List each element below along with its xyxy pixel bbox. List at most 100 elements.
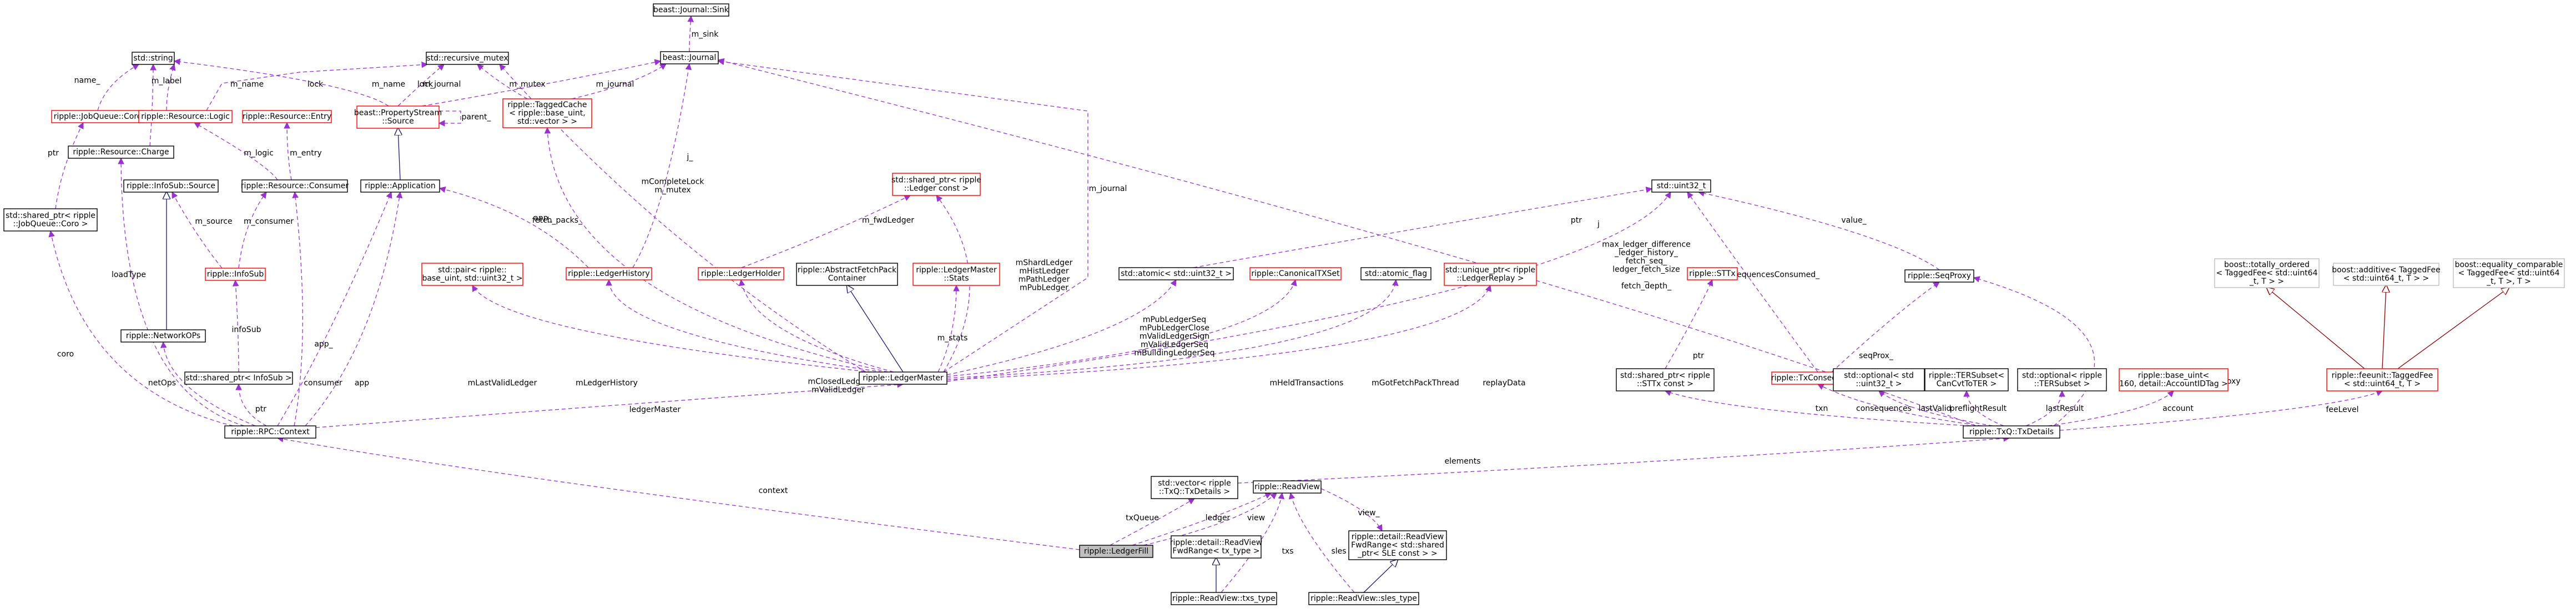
edge-label: m_name xyxy=(372,80,405,89)
class-node-readview-txs-type[interactable]: ripple::ReadView::txs_type xyxy=(1171,592,1277,605)
class-node-optional-uint32[interactable]: std::optional< std::uint32_t > xyxy=(1833,368,1925,391)
node-box xyxy=(2017,368,2107,391)
class-node-infosub[interactable]: ripple::InfoSub xyxy=(205,268,266,281)
class-node-optional-ter-subset[interactable]: std::optional< ripple::TERSubset > xyxy=(2017,368,2107,391)
edge-resource_logic-to-std_string xyxy=(166,63,176,111)
node-label: ripple::NetworkOPs xyxy=(126,331,200,340)
class-node-base-uint-account[interactable]: ripple::base_uint<160, detail::AccountID… xyxy=(2119,368,2229,391)
class-node-tagged-cache[interactable]: ripple::TaggedCache< ripple::base_uint,s… xyxy=(502,98,592,128)
class-node-totally-ordered[interactable]: boost::totally_ordered< TaggedFee< std::… xyxy=(2214,258,2320,288)
class-node-resource-logic[interactable]: ripple::Resource::Logic xyxy=(138,110,233,123)
edge-txq_txdetails-to-optional_ter_subset xyxy=(2025,390,2065,426)
class-node-additive[interactable]: boost::additive< TaggedFee< std::uint64_… xyxy=(2332,263,2441,286)
class-node-ledger-holder[interactable]: ripple::LedgerHolder xyxy=(698,267,784,280)
class-node-beast-journal-sink[interactable]: beast::Journal::Sink xyxy=(653,3,729,17)
node-label: ripple::Resource::Logic xyxy=(141,112,230,121)
class-node-canonical-txset[interactable]: ripple::CanonicalTXSet xyxy=(1249,267,1342,280)
class-node-resource-charge[interactable]: ripple::Resource::Charge xyxy=(68,145,174,159)
class-node-infosub-source[interactable]: ripple::InfoSub::Source xyxy=(123,179,219,193)
edge-shared_ptr_sttx-to-sttx xyxy=(1665,279,1713,369)
class-node-equality-comparable[interactable]: boost::equality_comparable< TaggedFee< s… xyxy=(2453,258,2565,288)
node-label: std::atomic_flag xyxy=(1365,269,1427,278)
edge-label: context xyxy=(759,486,788,495)
class-node-application[interactable]: ripple::Application xyxy=(360,179,440,193)
node-box xyxy=(2453,258,2565,288)
edge-label: infoSub xyxy=(232,325,261,334)
node-label: std::recursive_mutex xyxy=(426,54,508,63)
edge-ledger_master-to-canonical_txset xyxy=(946,279,1297,377)
class-node-unique-ptr-ledger-replay[interactable]: std::unique_ptr< ripple::LedgerReplay > xyxy=(1444,263,1537,286)
node-label: std::shared_ptr< ripple::STTx const > xyxy=(1620,371,1710,389)
node-label: boost::totally_ordered< TaggedFee< std::… xyxy=(2216,260,2317,286)
node-label: ripple::ReadView::sles_type xyxy=(1310,594,1417,603)
class-node-atomic-flag[interactable]: std::atomic_flag xyxy=(1360,267,1431,280)
class-node-shared-ptr-infosub[interactable]: std::shared_ptr< InfoSub > xyxy=(184,371,293,385)
edge-label: j_ xyxy=(687,153,694,162)
edge-label: m_consumer xyxy=(244,217,294,226)
class-node-resource-consumer[interactable]: ripple::Resource::Consumer xyxy=(241,179,349,193)
edge-label: view_ xyxy=(1358,509,1380,517)
node-label: std::unique_ptr< ripple::LedgerReplay > xyxy=(1445,266,1535,283)
class-node-ledger-fill[interactable]: ripple::LedgerFill xyxy=(1079,545,1153,558)
edge-label: netOps xyxy=(148,379,176,388)
class-node-std-recursive-mutex[interactable]: std::recursive_mutex xyxy=(426,52,509,65)
class-node-shared-ptr-ledger-const[interactable]: std::shared_ptr< ripple::Ledger const > xyxy=(891,173,981,196)
node-box xyxy=(2119,368,2229,391)
edge-ledger_master-to-std_pair xyxy=(472,284,872,373)
edge-label: value_ xyxy=(1841,216,1867,225)
class-node-rpc-context[interactable]: ripple::RPC::Context xyxy=(224,425,316,439)
class-node-std-pair[interactable]: std::pair< ripple::base_uint, std::uint3… xyxy=(421,263,523,286)
edge-ledger_history-to-beast_journal xyxy=(632,63,692,268)
edge-atomic_uint32-to-uint32 xyxy=(1193,186,1653,268)
class-node-read-view[interactable]: ripple::ReadView xyxy=(1253,480,1322,494)
class-node-vector-txdetails[interactable]: std::vector< ripple::TxQ::TxDetails > xyxy=(1151,476,1238,499)
edge-seq_proxy-to-uint32 xyxy=(1697,190,1940,270)
class-node-ledger-history[interactable]: ripple::LedgerHistory xyxy=(566,267,652,280)
edge-label: lock xyxy=(307,80,324,89)
class-node-jobqueue-coro[interactable]: ripple::JobQueue::Coro xyxy=(51,110,144,123)
node-box xyxy=(2326,368,2438,391)
class-node-fee-unit[interactable]: ripple::feeunit::TaggedFee< std::uint64_… xyxy=(2326,368,2438,391)
node-box xyxy=(123,179,219,193)
class-node-txq-txdetails[interactable]: ripple::TxQ::TxDetails xyxy=(1963,425,2060,439)
node-label: ripple::LedgerHolder xyxy=(701,269,781,278)
class-node-std-string[interactable]: std::string xyxy=(132,52,175,65)
class-node-shared-ptr-coro[interactable]: std::shared_ptr< ripple::JobQueue::Coro … xyxy=(3,208,98,232)
node-box xyxy=(1253,480,1322,494)
edge-label: m_name xyxy=(230,80,264,89)
node-label: ripple::LedgerFill xyxy=(1084,547,1148,556)
edge-ledger_history-to-application xyxy=(438,186,589,268)
node-label: boost::additive< TaggedFee< std::uint64_… xyxy=(2332,266,2441,283)
class-node-shared-ptr-sttx[interactable]: std::shared_ptr< ripple::STTx const > xyxy=(1616,368,1715,391)
node-box xyxy=(1616,368,1715,391)
class-node-readview-sles-type[interactable]: ripple::ReadView::sles_type xyxy=(1308,592,1419,605)
class-node-ledger-master-stats[interactable]: ripple::LedgerMaster::Stats xyxy=(913,263,1000,286)
class-node-uint32[interactable]: std::uint32_t xyxy=(1651,179,1711,193)
edge-label: m_entry xyxy=(290,149,322,158)
edge-ledger_master-to-beast_journal xyxy=(717,58,1088,373)
node-box xyxy=(1151,476,1238,499)
edge-label: ptr xyxy=(48,149,59,158)
class-node-ter-subset[interactable]: ripple::TERSubset<CanCvtToTER > xyxy=(1924,368,2009,391)
edge-label: mGotFetchPackThread xyxy=(1372,379,1459,388)
edge-label: m_mutex xyxy=(509,80,545,89)
edge-readview_txs_type-to-read_view xyxy=(1221,492,1285,593)
class-node-ledger-master[interactable]: ripple::LedgerMaster xyxy=(859,371,947,385)
edge-shared_ptr_coro-to-jobqueue_coro xyxy=(55,122,84,209)
edge-tagged_cache-to-std_recursive_mutex xyxy=(477,64,528,99)
class-node-beast-journal[interactable]: beast::Journal xyxy=(660,51,719,64)
class-node-seq-proxy[interactable]: ripple::SeqProxy xyxy=(1904,269,1974,283)
class-node-resource-entry[interactable]: ripple::Resource::Entry xyxy=(242,110,332,123)
edge-label: m_label xyxy=(152,77,182,86)
class-node-network-ops[interactable]: ripple::NetworkOPs xyxy=(120,329,206,343)
node-box xyxy=(2214,258,2320,288)
edge-label: ledger xyxy=(1206,514,1231,522)
edge-jobqueue_coro-to-std_string xyxy=(97,64,140,111)
class-node-sttx[interactable]: ripple::STTx xyxy=(1687,267,1738,280)
class-node-property-stream-source[interactable]: beast::PropertyStream::Source xyxy=(354,105,442,129)
class-node-atomic-uint32[interactable]: std::atomic< std::uint32_t > xyxy=(1118,267,1234,280)
